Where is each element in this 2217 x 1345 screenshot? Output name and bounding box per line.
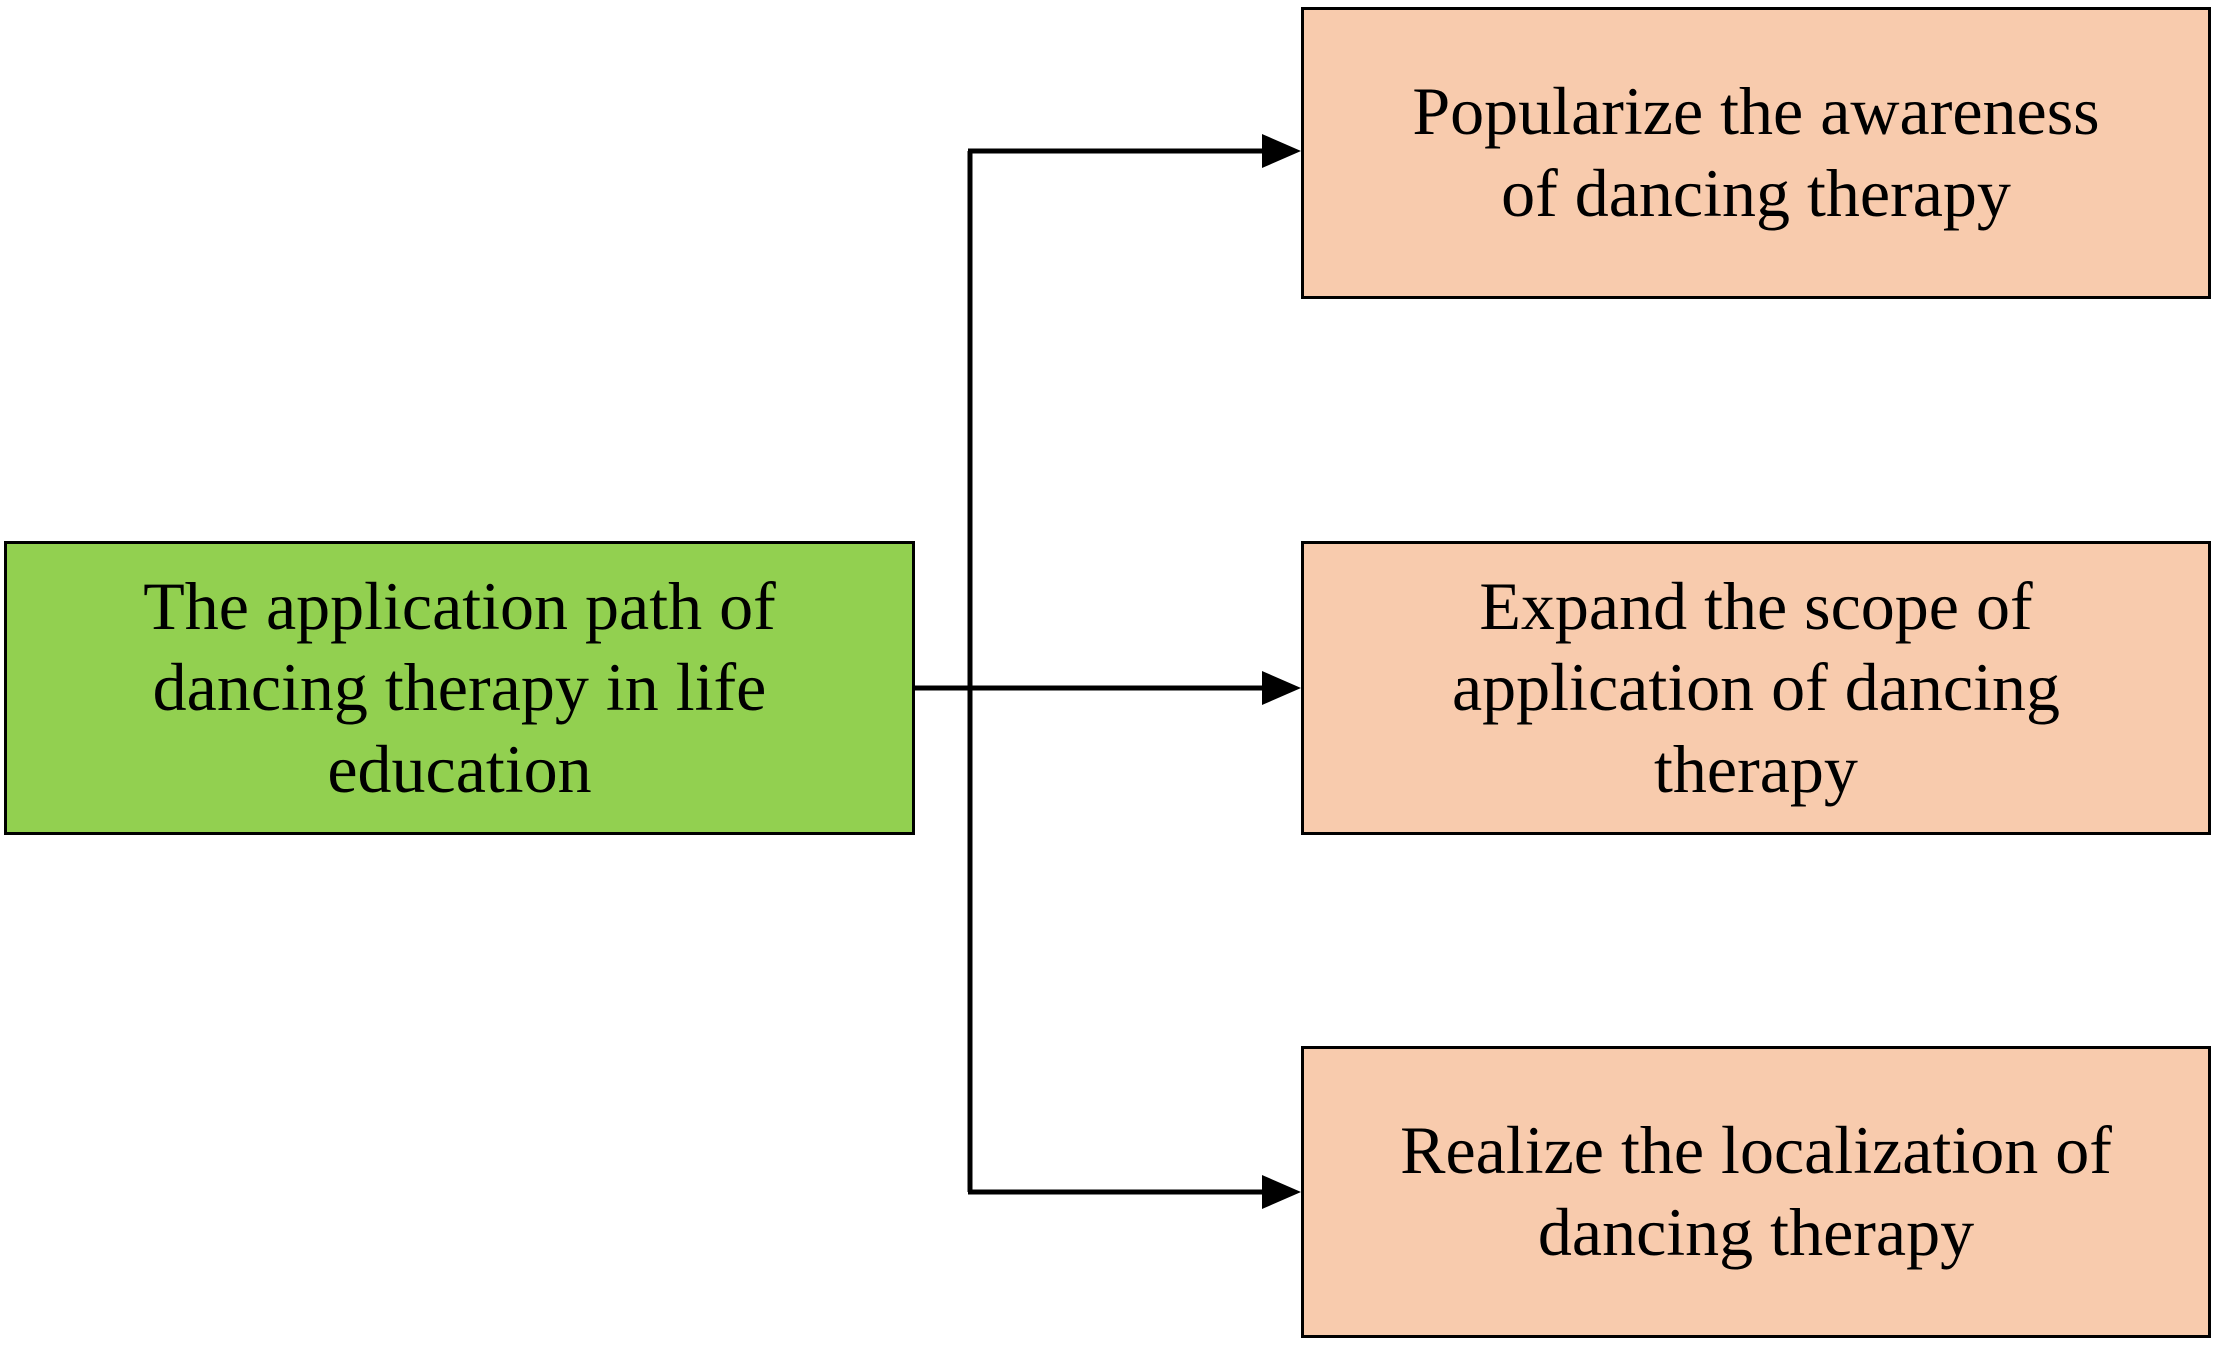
- branch-node-popularize-awareness: Popularize the awareness of dancing ther…: [1301, 7, 2211, 299]
- branch-node-label: Realize the localization of dancing ther…: [1400, 1112, 2112, 1270]
- branch-node-expand-scope: Expand the scope of application of danci…: [1301, 541, 2211, 835]
- branch-node-label: Popularize the awareness of dancing ther…: [1412, 73, 2100, 231]
- arrow-to-branch-2: [968, 671, 1301, 705]
- arrow-to-branch-3: [968, 1175, 1301, 1209]
- root-node: The application path of dancing therapy …: [4, 541, 915, 835]
- arrow-to-branch-1: [968, 134, 1301, 168]
- branch-node-label: Expand the scope of application of danci…: [1451, 567, 2060, 807]
- branch-node-realize-localization: Realize the localization of dancing ther…: [1301, 1046, 2211, 1338]
- root-node-label: The application path of dancing therapy …: [143, 567, 776, 807]
